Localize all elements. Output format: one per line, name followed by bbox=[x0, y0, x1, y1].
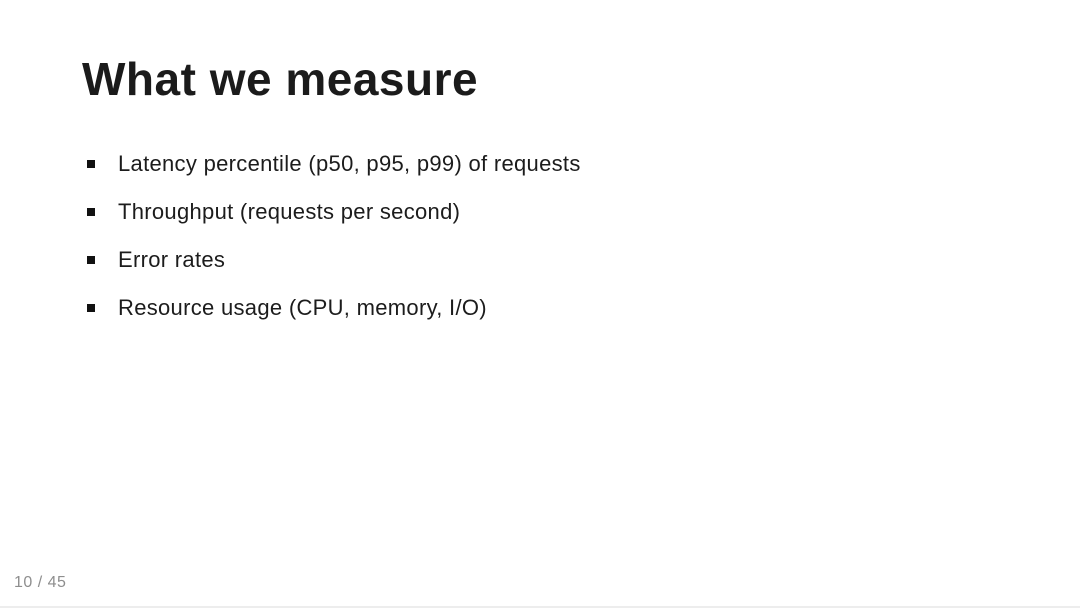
list-item: Resource usage (CPU, memory, I/O) bbox=[87, 295, 581, 320]
slide-title: What we measure bbox=[82, 53, 479, 105]
square-bullet-icon bbox=[87, 256, 95, 264]
bullet-text: Latency percentile (p50, p95, p99) of re… bbox=[118, 151, 581, 176]
list-item: Error rates bbox=[87, 247, 581, 272]
bullet-list: Latency percentile (p50, p95, p99) of re… bbox=[87, 151, 581, 344]
square-bullet-icon bbox=[87, 208, 95, 216]
list-item: Latency percentile (p50, p95, p99) of re… bbox=[87, 151, 581, 176]
bullet-text: Throughput (requests per second) bbox=[118, 199, 461, 224]
page-indicator: 10 / 45 bbox=[14, 574, 67, 591]
list-item: Throughput (requests per second) bbox=[87, 199, 581, 224]
square-bullet-icon bbox=[87, 304, 95, 312]
square-bullet-icon bbox=[87, 160, 95, 168]
bullet-text: Resource usage (CPU, memory, I/O) bbox=[118, 295, 487, 320]
bullet-text: Error rates bbox=[118, 247, 226, 272]
